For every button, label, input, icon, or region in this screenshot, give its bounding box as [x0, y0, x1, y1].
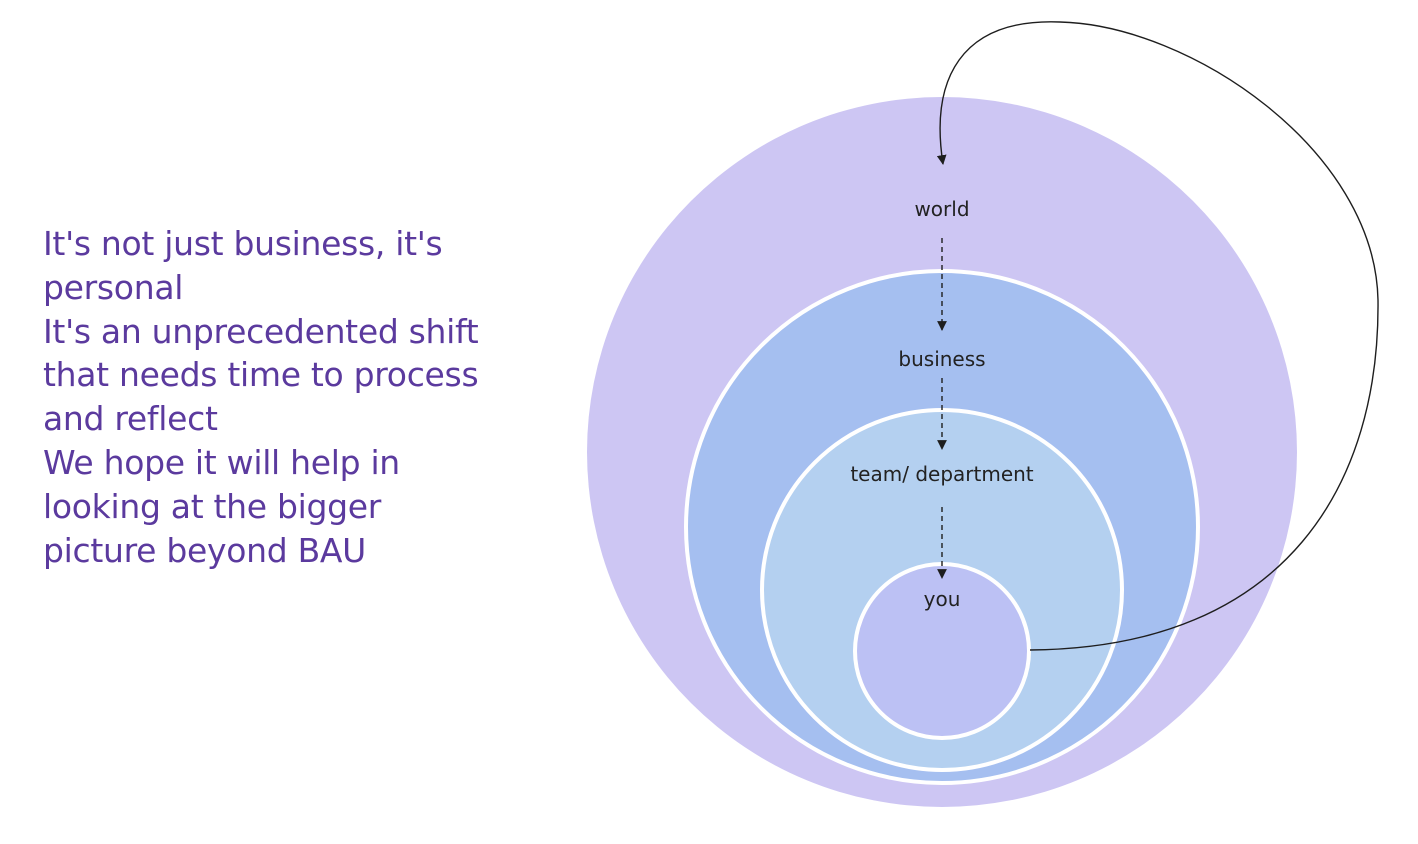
statement-line: It's an unprecedented shift [43, 311, 479, 351]
you-to-world-feedback-arrow [936, 21, 1379, 651]
statement-line: that needs time to process [43, 355, 479, 395]
statement-text: It's not just business, it's personal It… [43, 222, 503, 572]
statement-line: It's not just business, it's [43, 224, 443, 263]
team-department-label: team/ department [850, 462, 1033, 486]
statement-line: picture beyond BAU [43, 530, 367, 570]
statement-line: and reflect [43, 399, 218, 439]
you-label: you [924, 587, 961, 611]
statement-line: personal [43, 267, 184, 307]
statement-line: looking at the bigger [43, 486, 382, 526]
world-label: world [914, 197, 969, 221]
business-label: business [898, 347, 985, 371]
statement-line: We hope it will help in [43, 442, 400, 482]
